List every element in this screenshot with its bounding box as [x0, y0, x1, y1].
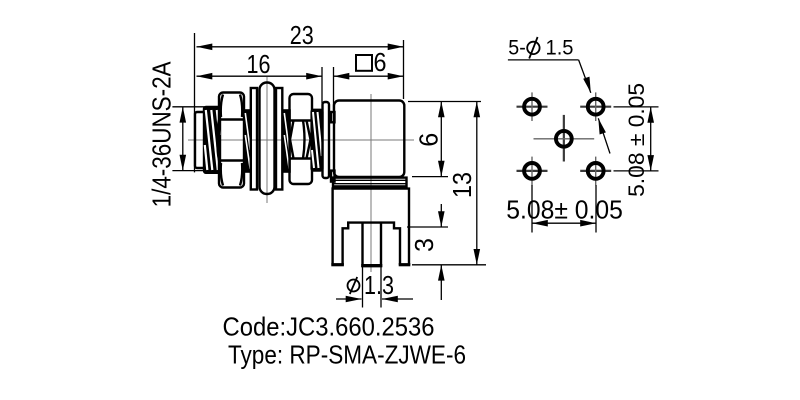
svg-text:5-: 5-: [508, 35, 526, 59]
svg-text:3: 3: [409, 238, 439, 252]
svg-text:1.5: 1.5: [546, 35, 574, 59]
svg-text:16: 16: [247, 49, 271, 79]
svg-text:5.08 ± 0.05: 5.08 ± 0.05: [624, 83, 649, 197]
svg-text:Type: RP-SMA-ZJWE-6: Type: RP-SMA-ZJWE-6: [228, 340, 466, 370]
svg-text:1.3: 1.3: [364, 270, 394, 300]
svg-text:6: 6: [414, 133, 444, 147]
svg-text:Code:JC3.660.2536: Code:JC3.660.2536: [223, 312, 435, 342]
svg-text:1/4-36UNS-2A: 1/4-36UNS-2A: [147, 61, 177, 208]
svg-text:5.08± 0.05: 5.08± 0.05: [506, 195, 623, 225]
svg-text:23: 23: [290, 20, 314, 50]
svg-text:6: 6: [374, 47, 387, 77]
svg-text:13: 13: [447, 172, 477, 198]
